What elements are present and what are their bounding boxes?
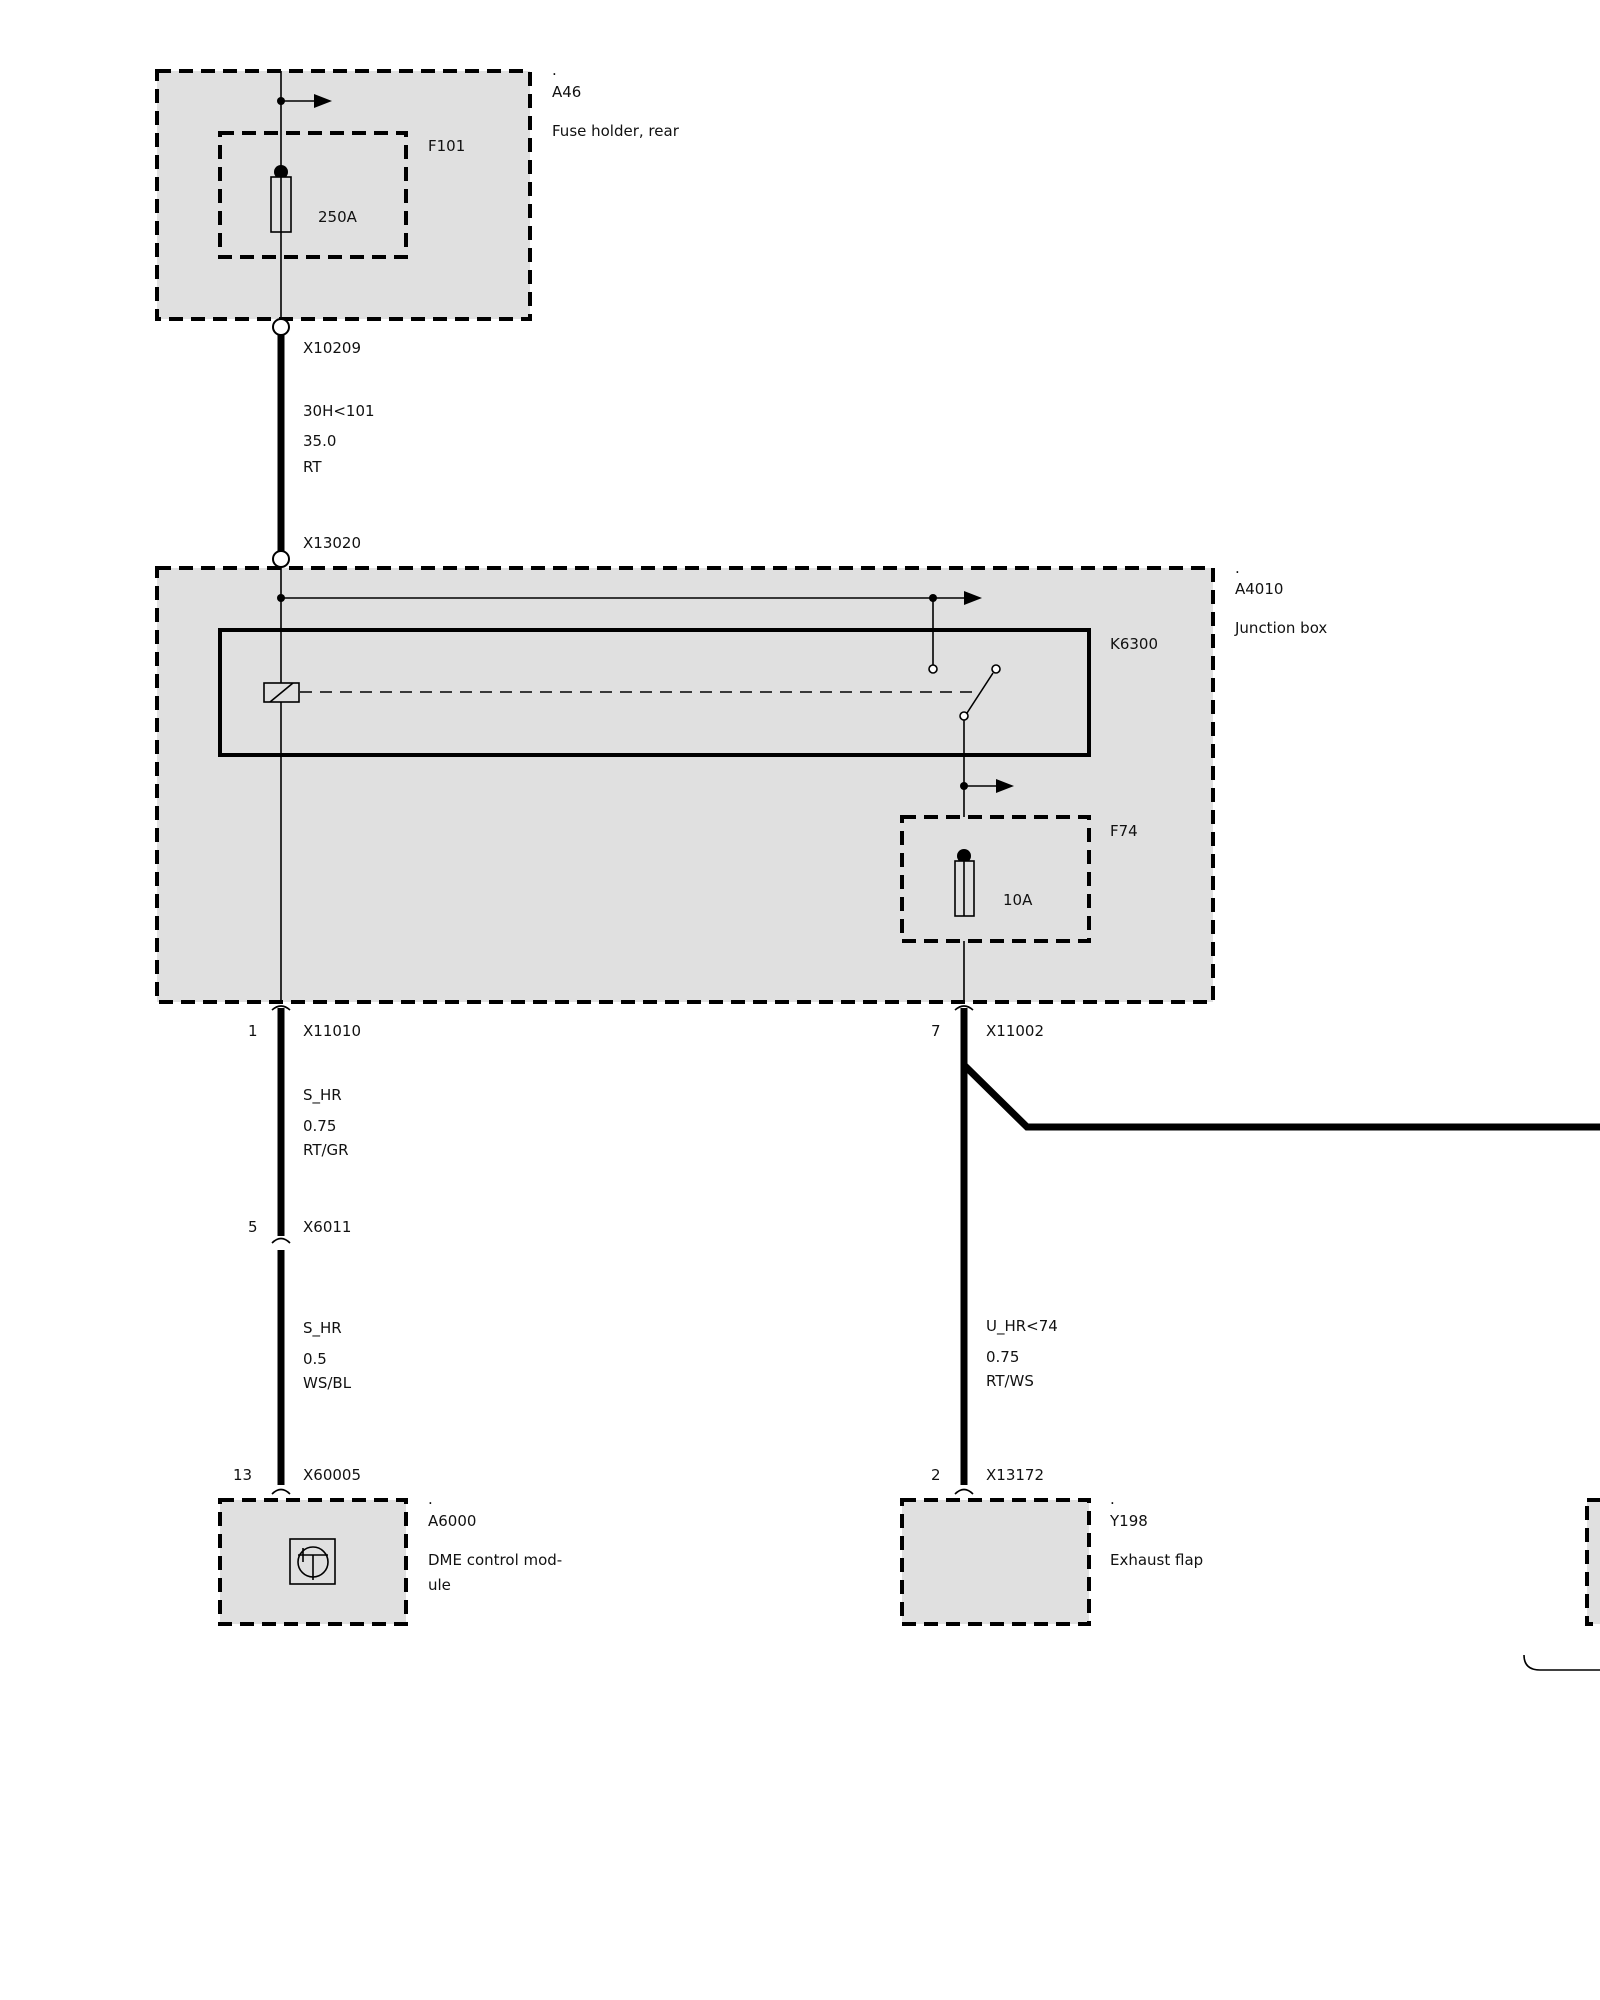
wire-u-hr-signal: U_HR<74: [986, 1317, 1058, 1336]
x6011-label: X6011: [303, 1218, 351, 1236]
x10209-label: X10209: [303, 339, 361, 357]
f74-fuse-box: [900, 815, 1091, 943]
a6000-id: A6000: [428, 1512, 476, 1530]
y198-desc: Exhaust flap: [1110, 1551, 1203, 1569]
wire-u-hr-color: RT/WS: [986, 1372, 1034, 1390]
a4010-dot: .: [1235, 559, 1240, 577]
f101-id: F101: [428, 137, 465, 155]
a4010-id: A4010: [1235, 580, 1283, 598]
f101-rating: 250A: [318, 208, 358, 226]
wire-s-hr-1-color: RT/GR: [303, 1141, 349, 1159]
f74-fuse-symbol: [954, 849, 975, 917]
x13020-label: X13020: [303, 534, 361, 552]
offscreen-component-box: [1585, 1498, 1600, 1626]
wire-s-hr-1-signal: S_HR: [303, 1086, 342, 1105]
wire-s-hr-2-signal: S_HR: [303, 1319, 342, 1338]
x13172-connector: [954, 1488, 974, 1495]
a4010-desc: Junction box: [1234, 619, 1327, 637]
wire-s-hr-2-gauge: 0.5: [303, 1350, 327, 1368]
a6000-desc-2: ule: [428, 1576, 451, 1594]
x10209-connector: [272, 318, 290, 336]
y198-exhaust-flap-box: [900, 1498, 1091, 1626]
wire-s-hr-2-color: WS/BL: [303, 1374, 352, 1392]
wire-u-hr-gauge: 0.75: [986, 1348, 1019, 1366]
x6011-connector: [271, 1237, 291, 1244]
x11002-connector: [954, 1005, 974, 1011]
k6300-id: K6300: [1110, 635, 1158, 653]
transistor-icon: [289, 1538, 336, 1585]
x11010-pin: 1: [248, 1022, 258, 1040]
wire-30h-gauge: 35.0: [303, 432, 336, 450]
a6000-desc-1: DME control mod-: [428, 1551, 562, 1569]
x13020-connector: [272, 550, 290, 568]
wire-30h-signal: 30H<101: [303, 402, 375, 420]
wire-s-hr-1-gauge: 0.75: [303, 1117, 336, 1135]
x11010-connector: [271, 1005, 291, 1011]
wire-u-hr-branch: [961, 1062, 1600, 1131]
x60005-pin: 13: [233, 1466, 252, 1484]
f74-id: F74: [1110, 822, 1138, 840]
f101-fuse-box: [218, 131, 408, 259]
y198-id: Y198: [1109, 1512, 1148, 1530]
y198-dot: .: [1110, 1490, 1115, 1508]
x13172-label: X13172: [986, 1466, 1044, 1484]
x11002-label: X11002: [986, 1022, 1044, 1040]
a6000-dot: .: [428, 1490, 433, 1508]
wire-30h-color: RT: [303, 458, 322, 476]
x11010-label: X11010: [303, 1022, 361, 1040]
f101-fuse-symbol: [270, 165, 292, 233]
a46-desc: Fuse holder, rear: [552, 122, 680, 140]
a46-id: A46: [552, 83, 581, 101]
x13172-pin: 2: [931, 1466, 941, 1484]
x11002-pin: 7: [931, 1022, 941, 1040]
a46-dot: .: [552, 61, 557, 79]
x60005-label: X60005: [303, 1466, 361, 1484]
a4010-internal-wiring: [277, 567, 982, 1003]
x60005-connector: [271, 1488, 291, 1495]
x6011-pin: 5: [248, 1218, 258, 1236]
offscreen-bracket: [1523, 1654, 1600, 1671]
f74-rating: 10A: [1003, 891, 1033, 909]
k6300-coil-symbol: [263, 682, 300, 703]
